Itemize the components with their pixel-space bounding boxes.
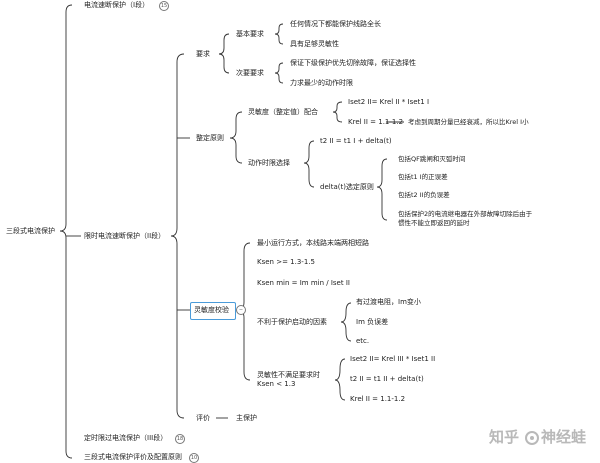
bulyu-item-3[interactable]: etc.: [356, 337, 370, 345]
expand-badge-sec4[interactable]: 10: [189, 453, 199, 463]
dzsx-node[interactable]: 动作时限选择: [248, 159, 290, 167]
zhengding-node[interactable]: 整定原则: [196, 134, 224, 142]
sec3-node[interactable]: 定时限过电流保护（III段）: [84, 434, 168, 442]
sec1-node[interactable]: 电流速断保护（I段）: [84, 1, 150, 9]
watermark-left: 知乎: [488, 428, 519, 446]
yaoqiu-node[interactable]: 要求: [196, 50, 210, 58]
ciyao-node[interactable]: 次要要求: [236, 69, 264, 77]
dzsx-t-formula[interactable]: t2 II = t1 I + delta(t): [320, 137, 392, 145]
connector-sec2: [170, 53, 185, 419]
zhihu-logo-icon: [524, 431, 539, 445]
delta-item-3[interactable]: 包括t2 II的负误差: [398, 191, 450, 199]
watermark-right: 神经蛙: [540, 428, 586, 446]
bulyu-item-1[interactable]: 有过渡电阻，Im变小: [356, 298, 421, 306]
bulyu-item-2[interactable]: Im 负误差: [356, 318, 389, 326]
lmd-formula-2[interactable]: Krel II = 1.1-1.2: [348, 118, 404, 126]
jiben-item-1[interactable]: 任何情况下都能保护线路全长: [290, 20, 381, 28]
bumanzu-node-line-2[interactable]: Ksen < 1.3: [257, 380, 296, 388]
watermark: 知乎 神经蛙: [489, 426, 586, 447]
lmdjy-item-1[interactable]: 最小运行方式，本线路末端两相短路: [257, 239, 369, 247]
lmdjy-highlight-box[interactable]: [190, 302, 236, 320]
collapse-icon[interactable]: −: [236, 305, 246, 315]
ciyao-item-1[interactable]: 保证下级保护优先切除故障，保证选择性: [290, 59, 416, 67]
bumanzu-item-2[interactable]: t2 II = t1 II + delta(t): [350, 375, 424, 383]
root-node[interactable]: 三段式电流保护: [6, 227, 55, 235]
pingjia-node[interactable]: 评价: [196, 414, 210, 422]
jiben-item-2[interactable]: 具有足够灵敏性: [290, 40, 339, 48]
sec2-node[interactable]: 限时电流速断保护（II段）: [84, 232, 166, 240]
expand-badge-sec1[interactable]: 15: [159, 1, 169, 11]
bulyu-node[interactable]: 不利于保护启动的因素: [257, 318, 327, 326]
delta-item-4-line-2[interactable]: 惯性不能立即返回的延时: [398, 219, 470, 227]
connector-root: [59, 4, 73, 459]
ciyao-item-2[interactable]: 力求最少的动作时限: [290, 79, 353, 87]
lmdjy-item-3[interactable]: Ksen min = Im min / Iset II: [257, 279, 350, 287]
lmdjy-item-2[interactable]: Ksen >= 1.3-1.5: [257, 258, 315, 266]
jiben-node[interactable]: 基本要求: [236, 30, 264, 38]
delta-item-2[interactable]: 包括t1 I的正误差: [398, 173, 448, 181]
bumanzu-node-line-1[interactable]: 灵敏性不满足要求时: [257, 371, 320, 379]
sec4-node[interactable]: 三段式电流保护评价及配置原则: [84, 453, 182, 461]
delta-node[interactable]: delta(t)选定原则: [320, 183, 374, 191]
lmd-node[interactable]: 灵敏度（整定值）配合: [248, 108, 318, 116]
delta-item-4-line-1[interactable]: 包括保护2的电流继电器在外部故障切除后由于: [398, 210, 533, 218]
lmd-note[interactable]: 考虑到周期分量已经衰减，所以比Krel I小: [408, 118, 529, 126]
bumanzu-item-3[interactable]: Krel II = 1.1-1.2: [350, 395, 406, 403]
pingjia-item-1[interactable]: 主保护: [236, 414, 257, 422]
expand-badge-sec3[interactable]: 18: [175, 434, 185, 444]
bumanzu-item-1[interactable]: Iset2 II= Krel III * Iset1 II: [350, 355, 436, 363]
lmd-formula-1[interactable]: Iset2 II= Krel II * Iset1 I: [348, 98, 430, 106]
delta-item-1[interactable]: 包括QF跳闸和灭弧时间: [398, 155, 466, 163]
lmdjy-node[interactable]: 灵敏度校验: [194, 306, 229, 314]
